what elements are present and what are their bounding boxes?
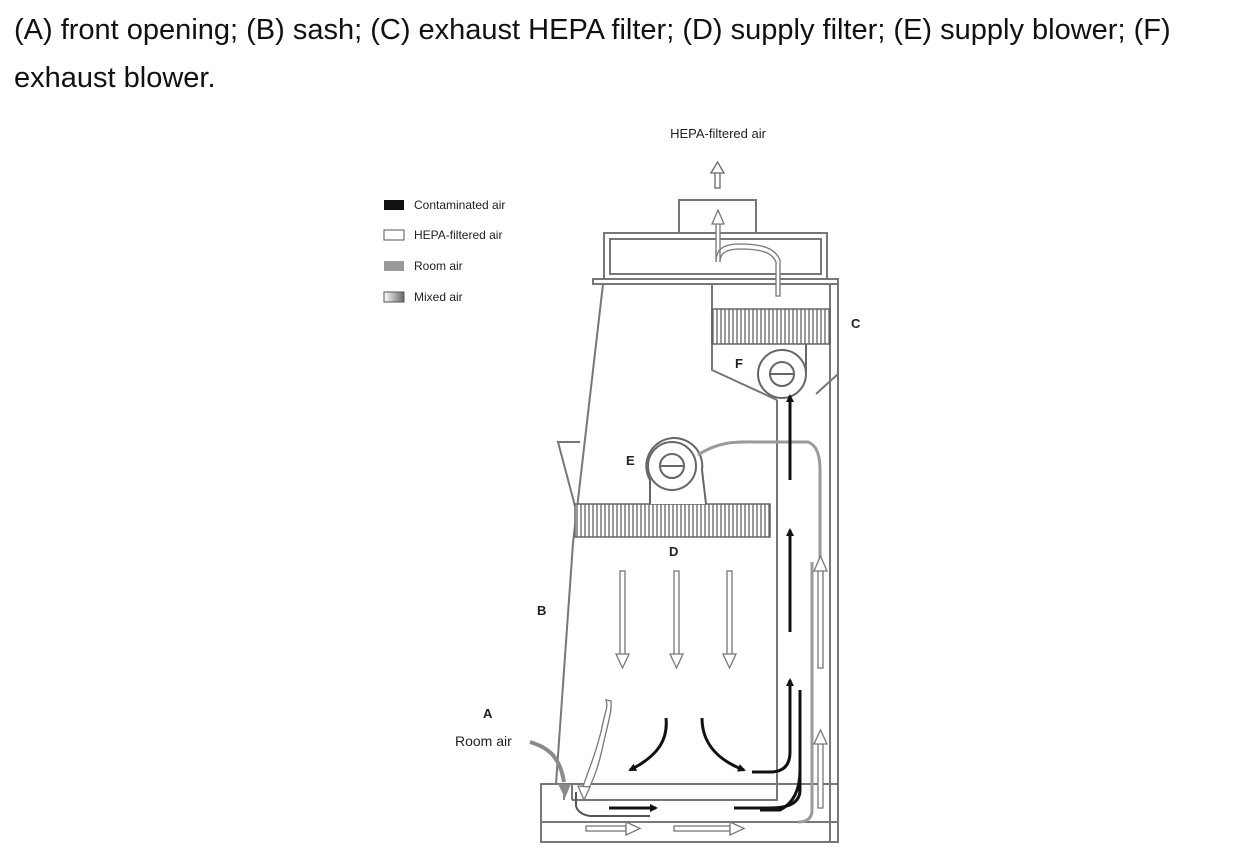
legend-label-contaminated: Contaminated air bbox=[414, 198, 505, 212]
figure-caption: (A) front opening; (B) sash; (C) exhaust… bbox=[14, 14, 1171, 94]
supply-filter bbox=[574, 503, 771, 538]
legend-swatch-hepa bbox=[383, 229, 405, 241]
legend-swatch-mixed bbox=[383, 291, 405, 303]
letter-e: E bbox=[626, 453, 635, 468]
legend: Contaminated air HEPA-filtered air Room … bbox=[383, 198, 505, 304]
cabinet-outline bbox=[540, 199, 839, 843]
letter-c: C bbox=[851, 316, 861, 331]
legend-label-mixed: Mixed air bbox=[414, 290, 463, 304]
letter-f: F bbox=[735, 356, 743, 371]
letter-a: A bbox=[483, 706, 493, 721]
legend-swatch-room bbox=[384, 261, 404, 271]
hepa-flows bbox=[576, 208, 829, 837]
contaminated-flows bbox=[609, 394, 802, 812]
outlet-hepa-arrow bbox=[709, 160, 726, 189]
room-air-arrowhead bbox=[558, 784, 571, 798]
mixed-air-flow bbox=[575, 792, 650, 817]
legend-label-room: Room air bbox=[414, 259, 463, 273]
exhaust-blower bbox=[757, 344, 807, 399]
letter-b: B bbox=[537, 603, 546, 618]
exhaust-hepa-filter bbox=[711, 308, 831, 345]
top-outlet-label: HEPA-filtered air bbox=[670, 126, 767, 141]
letter-d: D bbox=[669, 544, 678, 559]
return-duct-gray bbox=[697, 440, 822, 824]
legend-label-hepa: HEPA-filtered air bbox=[414, 228, 502, 242]
room-air-label: Room air bbox=[455, 733, 512, 749]
legend-swatch-contaminated bbox=[384, 200, 404, 210]
supply-blower bbox=[645, 437, 707, 505]
